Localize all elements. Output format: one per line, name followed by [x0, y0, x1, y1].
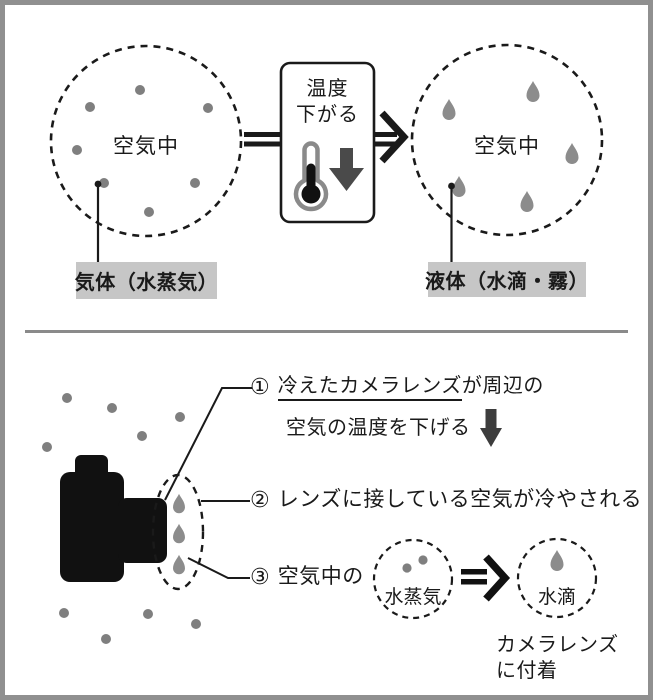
- lens-droplets: [173, 493, 185, 575]
- vapor-dots: [72, 85, 213, 217]
- dot-icon: [101, 634, 111, 644]
- step1-number: ①: [250, 374, 270, 399]
- camera-icon: [60, 455, 167, 582]
- step1-text: 冷えたカメラレンズが周辺の: [277, 374, 544, 401]
- dot-icon: [203, 103, 213, 113]
- dot-icon: [85, 102, 95, 112]
- down-arrow-icon: [479, 409, 502, 447]
- transform-arrow-icon: [461, 554, 511, 602]
- step1-rest-text: が周辺の: [461, 375, 544, 397]
- droplet-circle-label: 水滴: [537, 587, 576, 608]
- down-arrow-icon: [329, 148, 364, 191]
- dot-icon: [135, 85, 145, 95]
- step2-number: ②: [250, 487, 270, 512]
- dot-icon: [190, 178, 200, 188]
- dot-icon: [42, 442, 52, 452]
- air-circle-right: [410, 43, 604, 237]
- scatter-dots: [42, 393, 201, 644]
- step1-underlined-text: 冷えたカメラレンズ: [277, 375, 462, 401]
- process-box-line1: 温度: [306, 78, 349, 100]
- step3-label: ③ 空気中の: [250, 564, 364, 589]
- dot-icon: [143, 609, 153, 619]
- dot-icon: [99, 178, 109, 188]
- air-circle-left-group: [49, 44, 243, 264]
- vapor-circle: [372, 538, 454, 620]
- droplet-circle: [516, 537, 598, 619]
- step2-label: ② レンズに接している空気が冷やされる: [250, 487, 642, 512]
- air-right-label: 空気中: [474, 135, 540, 158]
- caption-liquid: 液体（水滴・霧）: [425, 262, 589, 297]
- equals-connector: [244, 132, 282, 147]
- droplet-icon: [173, 523, 185, 544]
- step3-number: ③: [250, 564, 270, 589]
- air-left-label: 空気中: [113, 135, 179, 158]
- attach-caption: カメラレンズ に付着: [496, 632, 619, 684]
- air-circle-right-group: [410, 43, 604, 264]
- droplet-icon: [173, 493, 185, 514]
- droplet-icon: [442, 99, 456, 120]
- attach-caption-line2: に付着: [496, 660, 558, 682]
- dot-icon: [137, 431, 147, 441]
- double-right-arrow-icon: [374, 110, 409, 164]
- droplet-icon: [452, 176, 466, 197]
- dot-icon: [62, 393, 72, 403]
- attach-caption-line1: カメラレンズ: [496, 634, 619, 656]
- step2-text: レンズに接している空気が冷やされる: [277, 488, 643, 511]
- step1-label: ① 冷えたカメラレンズが周辺の 空気の温度を下げる: [250, 374, 544, 447]
- droplet-icon: [520, 191, 534, 212]
- dot-icon: [107, 403, 117, 413]
- air-circle-left: [49, 44, 243, 238]
- section-divider: [25, 330, 628, 333]
- vapor-circle-label: 水蒸気: [384, 587, 442, 608]
- dot-icon: [175, 412, 185, 422]
- dot-icon: [59, 608, 69, 618]
- connector-step3: [187, 557, 250, 579]
- dot-icon: [418, 555, 428, 565]
- dot-icon: [402, 563, 412, 573]
- connector-step1: [164, 387, 252, 501]
- dot-icon: [72, 145, 82, 155]
- droplet-icon: [526, 81, 540, 102]
- droplet-icon: [565, 143, 579, 164]
- process-box-line2: 下がる: [296, 104, 359, 126]
- step3-text: 空気中の: [277, 565, 364, 588]
- step1-line2-text: 空気の温度を下げる: [286, 416, 471, 439]
- dot-icon: [191, 619, 201, 629]
- step-connectors: [164, 387, 252, 579]
- droplets: [442, 81, 579, 212]
- thermometer-icon: [293, 141, 329, 212]
- droplet-icon: [173, 554, 185, 575]
- droplet-icon: [550, 550, 564, 571]
- process-box-text: 温度 下がる: [281, 76, 374, 128]
- dot-icon: [144, 207, 154, 217]
- caption-gas: 気体（水蒸気）: [75, 262, 218, 299]
